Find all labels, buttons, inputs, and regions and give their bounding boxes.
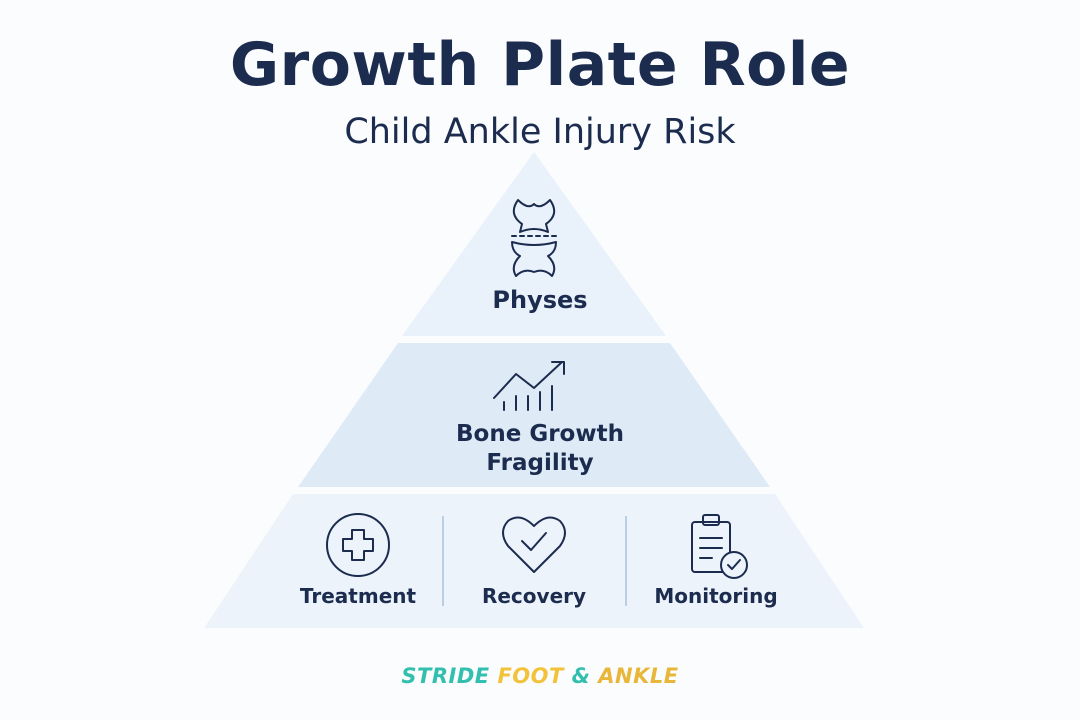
- tier-middle-label: Bone Growth Fragility: [0, 420, 1080, 478]
- diagram-title: Growth Plate Role: [229, 30, 851, 100]
- tier-middle-line1: Bone Growth: [456, 421, 624, 447]
- brand-stride: STRIDE: [401, 664, 490, 688]
- bone-joint-icon: [511, 199, 557, 277]
- brand-foot: FOOT: [497, 664, 564, 688]
- monitoring-label: Monitoring: [654, 584, 778, 608]
- growth-chart-icon: [493, 361, 565, 411]
- brand-ampersand: &: [571, 664, 591, 688]
- brand-ankle: ANKLE: [598, 664, 679, 688]
- pyramid-tier-middle: [298, 343, 770, 487]
- treatment-label: Treatment: [299, 584, 417, 608]
- heart-check-icon: [502, 516, 566, 573]
- recovery-label: Recovery: [481, 584, 587, 608]
- brand-logo: STRIDE FOOT & ANKLE: [0, 664, 1080, 688]
- tier-top-label: Physes: [492, 286, 588, 314]
- diagram-subtitle: Child Ankle Injury Risk: [344, 112, 736, 152]
- pyramid-tier-bottom: [204, 494, 864, 628]
- medical-cross-icon: [326, 513, 390, 577]
- clipboard-check-icon: [691, 514, 748, 579]
- tier-middle-line2: Fragility: [486, 450, 594, 476]
